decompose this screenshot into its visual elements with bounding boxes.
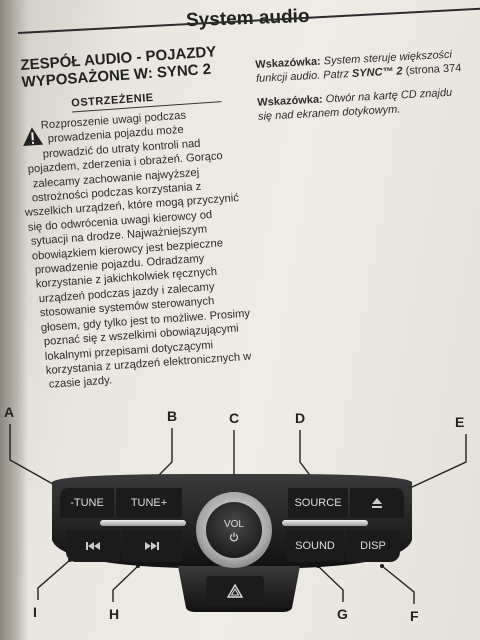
trim-bar-right [282, 520, 368, 526]
sound-label: SOUND [295, 540, 335, 552]
seek-forward-icon [145, 542, 159, 550]
trim-bar-left [100, 520, 186, 526]
source-button[interactable]: SOURCE [288, 488, 348, 518]
page-gutter-shadow [0, 0, 28, 640]
callout-g: G [337, 606, 348, 622]
hazard-icon [227, 584, 243, 598]
callout-e: E [455, 414, 465, 430]
volume-power-knob[interactable]: VOL [206, 502, 262, 558]
seek-back-button[interactable] [66, 530, 120, 562]
callout-d: D [295, 410, 306, 426]
left-column: ZESPÓŁ AUDIO - POJAZDY WYPOSAŻONE W: SYN… [6, 42, 261, 394]
disp-label: DISP [360, 540, 386, 552]
sound-button[interactable]: SOUND [286, 530, 344, 562]
power-icon [229, 532, 239, 541]
tune-plus-label: TUNE+ [130, 497, 168, 509]
warning-triangle-icon [23, 127, 44, 147]
disp-button[interactable]: DISP [346, 530, 400, 562]
tune-plus-button[interactable]: TUNE+ [116, 488, 182, 518]
callout-c: C [229, 410, 240, 426]
source-label: SOURCE [294, 497, 342, 509]
callout-i: I [33, 604, 37, 620]
callout-h: H [109, 606, 120, 622]
tune-minus-label: -TUNE [70, 497, 104, 509]
hazard-button[interactable] [206, 576, 264, 606]
tune-minus-button[interactable]: -TUNE [60, 488, 114, 518]
seek-forward-button[interactable] [122, 530, 182, 562]
eject-icon [372, 498, 382, 508]
eject-button[interactable] [350, 488, 404, 518]
callout-a: A [4, 404, 15, 420]
callout-f: F [410, 608, 419, 624]
callout-b: B [167, 408, 178, 424]
volume-label: VOL [223, 518, 244, 530]
seek-back-icon [86, 542, 100, 550]
